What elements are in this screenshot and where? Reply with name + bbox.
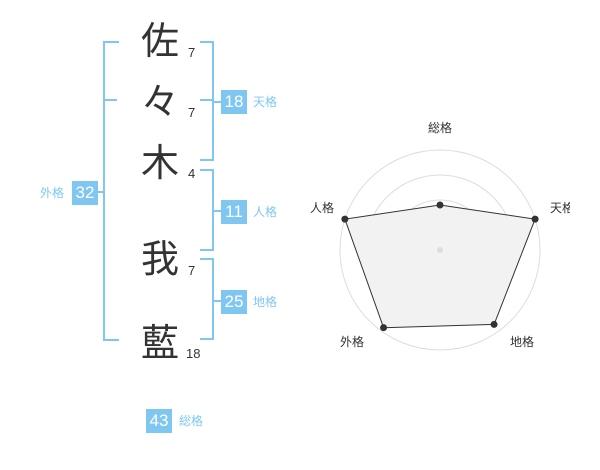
stroke-count-4: 7 <box>188 263 196 278</box>
radar-ring <box>339 149 541 351</box>
soukaku-value: 43 <box>146 409 172 433</box>
radar-area <box>344 204 536 329</box>
radar-point <box>380 324 388 332</box>
name-char-2: 々 <box>140 80 179 124</box>
radar-point <box>490 320 498 328</box>
chikaku-value: 25 <box>221 290 247 314</box>
gaikaku-label: 外格 <box>40 186 65 200</box>
radar-axis-label-chikaku: 地格 <box>510 334 534 349</box>
tenkaku-value: 18 <box>221 90 247 114</box>
tenkaku-label: 天格 <box>253 95 278 109</box>
name-char-5: 藍 <box>140 321 179 365</box>
radar-axis-label-tenkaku: 天格 <box>550 200 570 215</box>
chikaku-bracket <box>200 258 214 340</box>
name-char-1: 佐 <box>140 19 179 63</box>
radar-axis-label-soukaku: 総格 <box>428 120 452 135</box>
radar-center-dot <box>437 247 443 253</box>
name-char-3: 木 <box>140 141 179 185</box>
tenkaku-bracket-connector <box>212 101 222 103</box>
chikaku-bracket-connector <box>212 300 222 302</box>
soukaku-label: 総格 <box>179 414 204 428</box>
radar-chart: 総格 天格 地格 外格 人格 <box>310 120 570 351</box>
stroke-count-1: 7 <box>188 45 196 60</box>
gaikaku-bracket <box>103 41 119 341</box>
radar-axis-label-jinkaku: 人格 <box>310 200 334 215</box>
radar-point <box>531 215 539 223</box>
radar-point <box>436 201 444 209</box>
stroke-count-2: 7 <box>188 105 196 120</box>
jinkaku-bracket-connector <box>212 210 222 212</box>
radar-points <box>341 201 539 332</box>
radar-axis-label-gaikaku: 外格 <box>340 334 364 349</box>
gaikaku-value: 32 <box>72 181 98 205</box>
chikaku-label: 地格 <box>253 295 278 309</box>
stroke-count-5: 18 <box>186 346 201 361</box>
gaikaku-bracket-tick <box>103 99 117 101</box>
radar-point <box>341 215 349 223</box>
jinkaku-value: 11 <box>221 200 247 224</box>
stroke-count-3: 4 <box>188 166 196 181</box>
tenkaku-bracket-tick <box>200 99 212 101</box>
gaikaku-bracket-connector <box>96 191 104 193</box>
name-char-4: 我 <box>140 237 179 281</box>
jinkaku-label: 人格 <box>253 205 278 219</box>
